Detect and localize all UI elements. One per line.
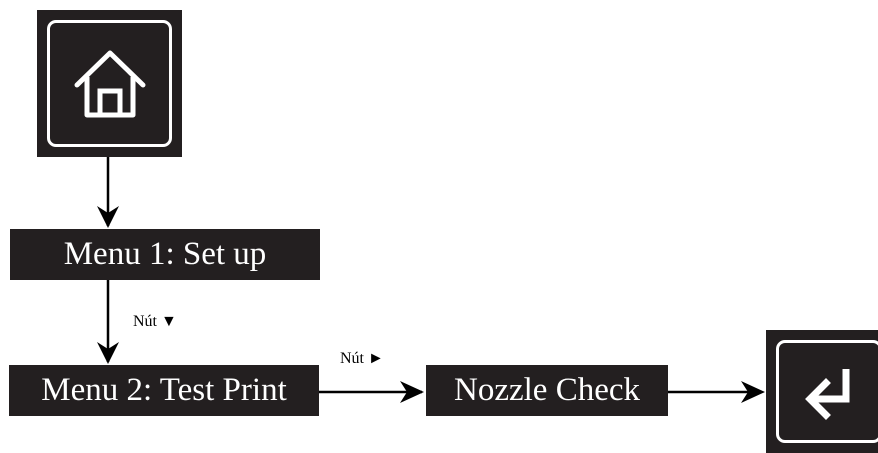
arrowhead-nozzle-to-enter — [741, 381, 765, 403]
down-button-note: Nút ▼ — [133, 313, 177, 330]
arrowhead-home-to-menu1 — [97, 206, 119, 228]
menu1-label: Menu 1: Set up — [63, 236, 267, 272]
menu2-label: Menu 2: Test Print — [41, 372, 287, 408]
enter-button[interactable] — [766, 330, 878, 453]
menu2-box[interactable]: Menu 2: Test Print — [9, 365, 319, 416]
nozzle-check-label: Nozzle Check — [454, 372, 640, 408]
arrowhead-menu1-to-menu2 — [97, 342, 119, 364]
arrowhead-menu2-to-nozzle — [400, 381, 424, 403]
nozzle-check-box[interactable]: Nozzle Check — [426, 365, 668, 416]
right-button-note: Nút ► — [340, 350, 384, 367]
menu1-box[interactable]: Menu 1: Set up — [10, 229, 320, 280]
home-icon — [74, 50, 145, 117]
home-button[interactable] — [37, 10, 182, 157]
enter-return-icon — [805, 368, 850, 420]
